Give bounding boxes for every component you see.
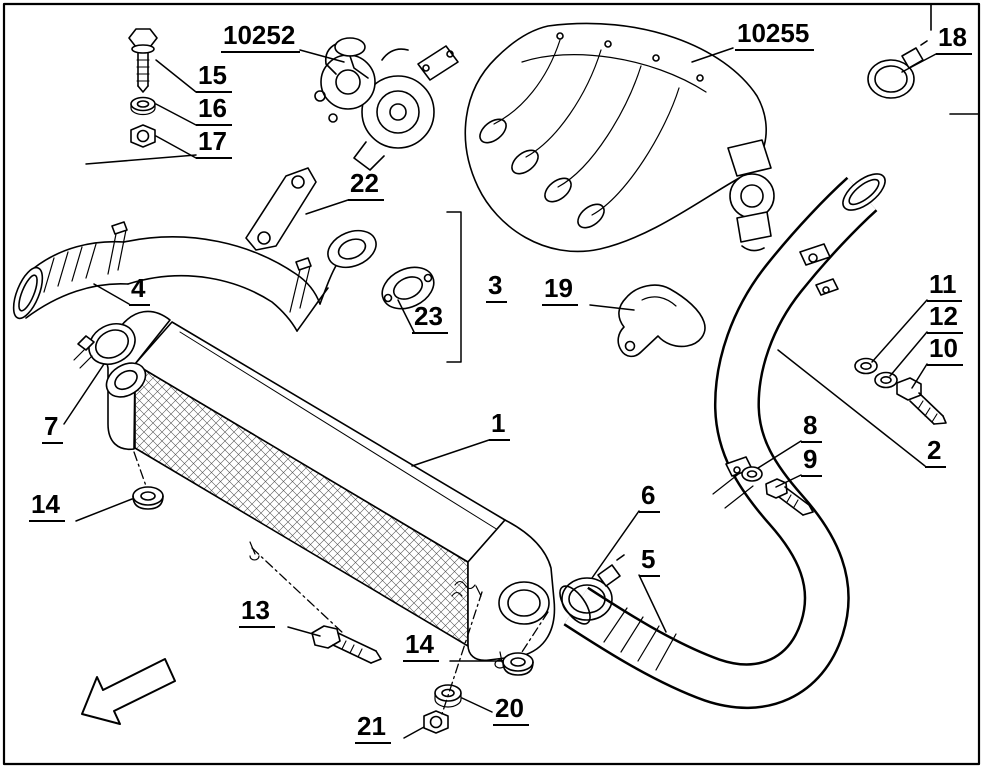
hose-clamp-18-drawing <box>867 40 928 99</box>
callout-10255: 10255 <box>735 20 815 51</box>
turbocharger-drawing <box>314 37 459 171</box>
callout-9: 9 <box>801 446 823 477</box>
clamp-6-drawing <box>561 554 625 621</box>
callout-11: 11 <box>927 271 962 302</box>
screw-13-drawing <box>311 625 382 664</box>
callout-22: 22 <box>348 170 384 201</box>
assembly-axes <box>133 451 549 715</box>
callout-4: 4 <box>129 275 151 306</box>
callout-5: 5 <box>639 546 661 577</box>
washer-16-drawing <box>130 96 156 116</box>
clamp-7-drawing <box>73 322 136 369</box>
turbo-hose-assembly-drawing <box>12 221 377 332</box>
gasket-23-drawing <box>381 266 435 310</box>
callout-16: 16 <box>196 95 232 126</box>
callout-3: 3 <box>486 272 508 303</box>
callout-12: 12 <box>927 303 963 334</box>
callout-2: 2 <box>925 437 947 468</box>
nut-17-drawing <box>130 124 156 148</box>
callout-20: 20 <box>493 695 529 726</box>
callout-8: 8 <box>801 412 823 443</box>
callout-17: 17 <box>196 128 232 159</box>
callout-21: 21 <box>355 713 391 744</box>
callout-10252: 10252 <box>221 22 301 53</box>
callout-18: 18 <box>936 24 972 55</box>
washer-8-drawing <box>741 466 763 482</box>
nut-21-drawing <box>423 710 449 734</box>
washer-12-drawing <box>874 371 898 389</box>
callout-23: 23 <box>412 303 448 334</box>
frame-ticks <box>930 3 980 115</box>
callout-14-left: 14 <box>29 491 65 522</box>
bolt-15-drawing <box>128 28 158 93</box>
spacer-20-drawing <box>434 684 462 708</box>
callout-6: 6 <box>639 482 661 513</box>
intercooler-drawing <box>105 310 556 669</box>
intake-manifold-drawing <box>464 22 775 253</box>
callout-14-bottom: 14 <box>403 631 439 662</box>
bracket-19-drawing <box>617 284 706 358</box>
direction-arrow <box>81 658 176 725</box>
callout-15: 15 <box>196 62 232 93</box>
callout-13: 13 <box>239 597 275 628</box>
callout-7: 7 <box>42 413 64 444</box>
callout-10: 10 <box>927 335 963 366</box>
grommet-14-left-drawing <box>132 486 164 510</box>
callout-19: 19 <box>542 275 578 306</box>
bracket-22-drawing <box>245 167 317 251</box>
grommet-14-bottom-drawing <box>502 652 534 676</box>
charge-hose-2-drawing <box>559 173 886 710</box>
bolt-10-drawing <box>896 377 947 425</box>
leader-lines <box>63 47 937 739</box>
callout-1: 1 <box>489 410 511 441</box>
